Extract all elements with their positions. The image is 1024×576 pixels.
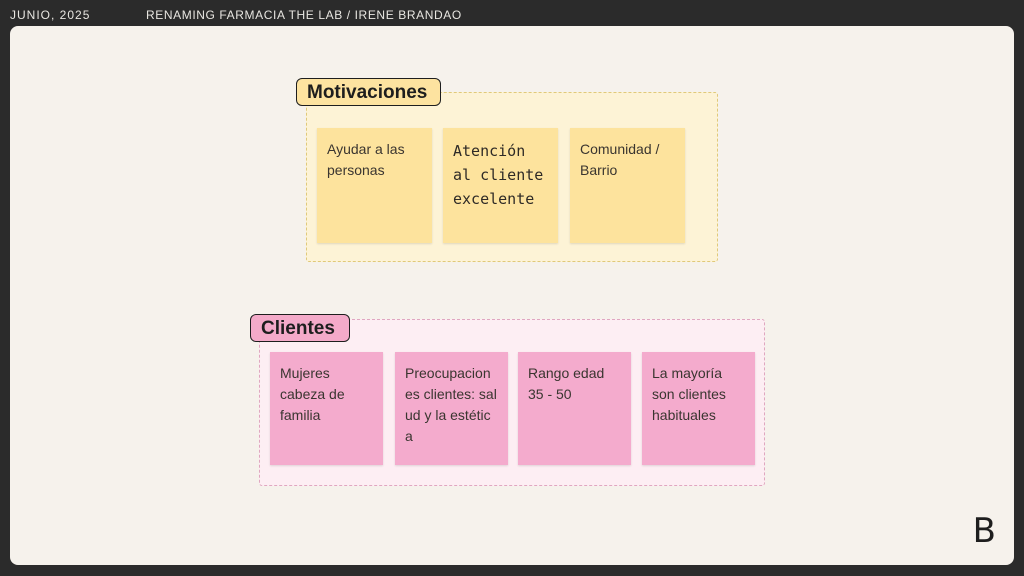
sticky-note[interactable]: Mujeres cabeza de familia [270,352,383,465]
sticky-note[interactable]: La mayoría son clientes habituales [642,352,755,465]
date-label: JUNIO, 2025 [10,8,91,22]
sticky-note[interactable]: Ayudar a las personas [317,128,432,243]
top-bar: JUNIO, 2025 RENAMING FARMACIA THE LAB / … [0,0,1024,26]
motivaciones-label[interactable]: Motivaciones [296,78,441,106]
sticky-note[interactable]: Comunidad / Barrio [570,128,685,243]
sticky-note[interactable]: Preocupaciones clientes: salud y la esté… [395,352,508,465]
whiteboard-canvas[interactable]: Motivaciones Ayudar a las personas Atenc… [10,26,1014,565]
clientes-label[interactable]: Clientes [250,314,350,342]
project-title: RENAMING FARMACIA THE LAB / IRENE BRANDA… [146,8,462,22]
sticky-note[interactable]: Rango edad 35 - 50 [518,352,631,465]
brand-logo: B [972,511,996,551]
sticky-note[interactable]: Atención al cliente excelente [443,128,558,243]
